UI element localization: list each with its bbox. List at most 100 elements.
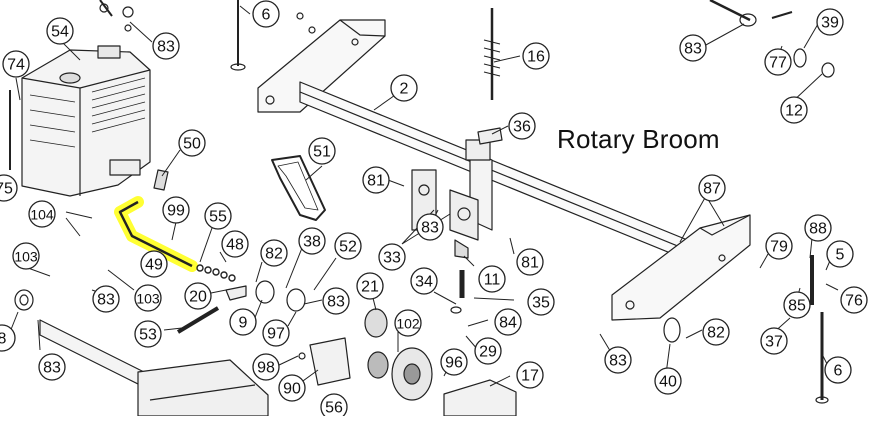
callout-number: 81	[367, 173, 385, 190]
part-callout-82: 82	[260, 239, 288, 267]
part-callout-20: 20	[184, 282, 212, 310]
callout-number: 98	[257, 360, 275, 377]
callout-number: 83	[327, 294, 345, 311]
callout-number: 88	[809, 221, 827, 238]
part-callout-75: 75	[0, 174, 18, 202]
callout-number: 6	[262, 7, 271, 24]
callout-number: 52	[339, 239, 357, 256]
callout-circle	[0, 174, 18, 202]
callout-number: 82	[265, 246, 283, 263]
callout-number: 102	[396, 316, 420, 332]
part-callout-83: 83	[679, 34, 707, 62]
callout-circle	[416, 213, 444, 241]
callout-circle	[204, 202, 232, 230]
callout-circle	[816, 8, 844, 36]
part-callout-76: 76	[840, 286, 868, 314]
part-callout-83: 83	[604, 346, 632, 374]
callout-circle	[334, 232, 362, 260]
callout-number: 6	[834, 363, 843, 380]
callout-number: 83	[157, 39, 175, 56]
part-callout-6: 6	[252, 0, 280, 28]
part-callout-38: 38	[298, 227, 326, 255]
callout-circle	[362, 166, 390, 194]
part-callout-34: 34	[410, 267, 438, 295]
part-callout-49: 49	[140, 250, 168, 278]
callout-number: 96	[445, 355, 463, 372]
callout-circle	[824, 356, 852, 384]
part-callout-79: 79	[765, 232, 793, 260]
callout-number: 37	[765, 334, 783, 351]
part-callout-83: 83	[38, 353, 66, 381]
callout-circle	[826, 240, 854, 268]
callout-circle	[410, 267, 438, 295]
callout-number: 83	[97, 292, 115, 309]
part-callout-81: 81	[516, 248, 544, 276]
callout-number: 39	[821, 15, 839, 32]
callout-number: 16	[527, 49, 545, 66]
callout-number: 55	[209, 209, 227, 226]
callout-circle	[322, 287, 350, 315]
part-callout-29: 29	[474, 337, 502, 365]
callout-number: 99	[167, 203, 185, 220]
callout-circle	[134, 320, 162, 348]
part-callout-56: 56	[320, 393, 348, 421]
callout-number: 17	[521, 368, 539, 385]
callout-circle	[765, 232, 793, 260]
callout-circle	[162, 196, 190, 224]
engine-drawing	[9, 45, 151, 197]
part-callout-8: 8	[0, 324, 16, 352]
callout-circle	[46, 17, 74, 45]
callout-circle	[252, 353, 280, 381]
part-callout-102: 102	[394, 309, 422, 337]
callout-circle	[262, 319, 290, 347]
callout-number: 50	[183, 136, 201, 153]
callout-circle	[654, 367, 682, 395]
callout-number: 74	[7, 57, 25, 74]
callout-circle	[38, 353, 66, 381]
part-callout-87: 87	[698, 174, 726, 202]
callout-number: 11	[484, 272, 501, 289]
callout-circle	[527, 288, 555, 316]
callout-number: 103	[14, 249, 38, 265]
part-callout-77: 77	[764, 48, 792, 76]
callout-number: 83	[684, 41, 702, 58]
callout-circle	[508, 112, 536, 140]
callout-number: 75	[0, 181, 13, 198]
part-callout-17: 17	[516, 361, 544, 389]
callout-circle	[140, 250, 168, 278]
callout-number: 83	[421, 220, 439, 237]
part-callout-51: 51	[308, 137, 336, 165]
part-callout-103: 103	[134, 284, 162, 312]
callout-circle	[760, 327, 788, 355]
callout-circle	[92, 285, 120, 313]
callout-circle	[394, 309, 422, 337]
callout-circle	[229, 308, 257, 336]
callout-circle	[494, 308, 522, 336]
callout-number: 97	[267, 326, 285, 343]
callout-number: 20	[189, 289, 207, 306]
callout-circle	[522, 42, 550, 70]
part-callout-74: 74	[2, 50, 30, 78]
callout-number: 34	[415, 274, 433, 291]
part-callout-6: 6	[824, 356, 852, 384]
part-callout-21: 21	[356, 272, 384, 300]
callout-circle	[764, 48, 792, 76]
callout-circle	[378, 243, 406, 271]
callout-number: 21	[361, 279, 379, 296]
callout-number: 2	[400, 81, 409, 98]
callout-number: 90	[283, 381, 301, 398]
part-callout-53: 53	[134, 320, 162, 348]
callout-circle	[356, 272, 384, 300]
callout-circle	[516, 361, 544, 389]
callout-number: 40	[659, 374, 677, 391]
callout-circle	[28, 200, 56, 228]
part-callout-84: 84	[494, 308, 522, 336]
part-callout-82: 82	[702, 318, 730, 346]
callout-number: 87	[703, 181, 721, 198]
part-callout-83: 83	[416, 213, 444, 241]
part-callout-85: 85	[783, 291, 811, 319]
callout-circle	[390, 74, 418, 102]
part-callout-39: 39	[816, 8, 844, 36]
callout-circle	[134, 284, 162, 312]
callout-number: 9	[239, 315, 248, 332]
